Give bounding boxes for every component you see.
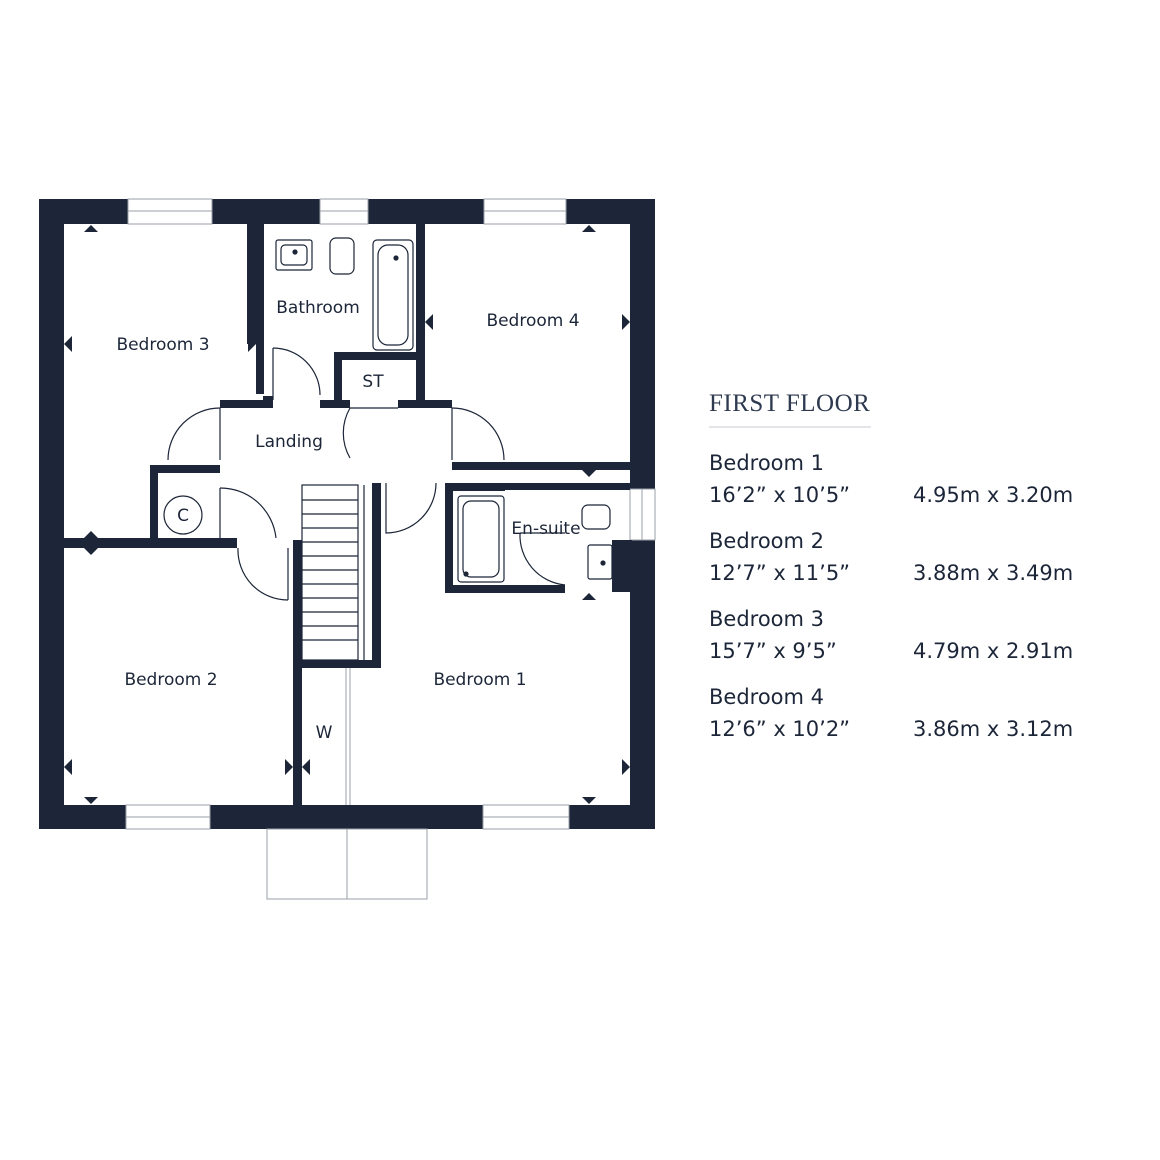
- internal-walls: [64, 224, 632, 805]
- room-label-landing: Landing: [255, 432, 323, 452]
- legend-metric: 3.86m x 3.12m: [913, 717, 1074, 741]
- room-label-ensuite: En-suite: [511, 519, 580, 539]
- legend-room-name: Bedroom 2: [709, 529, 825, 553]
- room-label-storage: ST: [362, 372, 384, 392]
- room-label-cupboard: C: [177, 506, 189, 526]
- sanitary-fixtures: [163, 237, 613, 583]
- legend-metric: 3.88m x 3.49m: [913, 561, 1074, 585]
- staircase: [301, 484, 365, 661]
- room-label-bedroom-2: Bedroom 2: [124, 670, 217, 690]
- legend-dimensions: 16’2” x 10’5” 4.95m x 3.20m: [709, 480, 1129, 510]
- legend-imperial: 12’7” x 11’5”: [709, 561, 851, 585]
- legend-row: Bedroom 4 12’6” x 10’2” 3.86m x 3.12m: [709, 680, 1129, 744]
- wardrobe-outline: [345, 668, 351, 805]
- room-dimensions-legend: FIRST FLOOR Bedroom 1 16’2” x 10’5” 4.95…: [709, 390, 1129, 758]
- floor-title: FIRST FLOOR: [709, 390, 871, 428]
- legend-dimensions: 15’7” x 9’5” 4.79m x 2.91m: [709, 636, 1129, 666]
- room-label-bedroom-1: Bedroom 1: [433, 670, 526, 690]
- legend-dimensions: 12’6” x 10’2” 3.86m x 3.12m: [709, 714, 1129, 744]
- legend-dimensions: 12’7” x 11’5” 3.88m x 3.49m: [709, 558, 1129, 588]
- windows: [125, 198, 656, 830]
- legend-room-name: Bedroom 4: [709, 685, 825, 709]
- room-label-bathroom: Bathroom: [276, 298, 360, 318]
- dimension-arrows: [64, 225, 630, 804]
- legend-room-name: Bedroom 3: [709, 607, 825, 631]
- room-label-bedroom-4: Bedroom 4: [486, 311, 579, 331]
- porch-canopy: [266, 828, 428, 900]
- legend-imperial: 12’6” x 10’2”: [709, 717, 851, 741]
- legend-imperial: 16’2” x 10’5”: [709, 483, 851, 507]
- legend-metric: 4.95m x 3.20m: [913, 483, 1074, 507]
- legend-row: Bedroom 3 15’7” x 9’5” 4.79m x 2.91m: [709, 602, 1129, 666]
- legend-row: Bedroom 2 12’7” x 11’5” 3.88m x 3.49m: [709, 524, 1129, 588]
- legend-imperial: 15’7” x 9’5”: [709, 639, 837, 663]
- room-labels: Bedroom 3 Bathroom Bedroom 4 ST Landing …: [116, 298, 580, 743]
- legend-row: Bedroom 1 16’2” x 10’5” 4.95m x 3.20m: [709, 446, 1129, 510]
- room-label-wardrobe: W: [316, 723, 333, 743]
- legend-room-name: Bedroom 1: [709, 451, 825, 475]
- room-label-bedroom-3: Bedroom 3: [116, 335, 209, 355]
- legend-metric: 4.79m x 2.91m: [913, 639, 1074, 663]
- doors: [167, 347, 566, 601]
